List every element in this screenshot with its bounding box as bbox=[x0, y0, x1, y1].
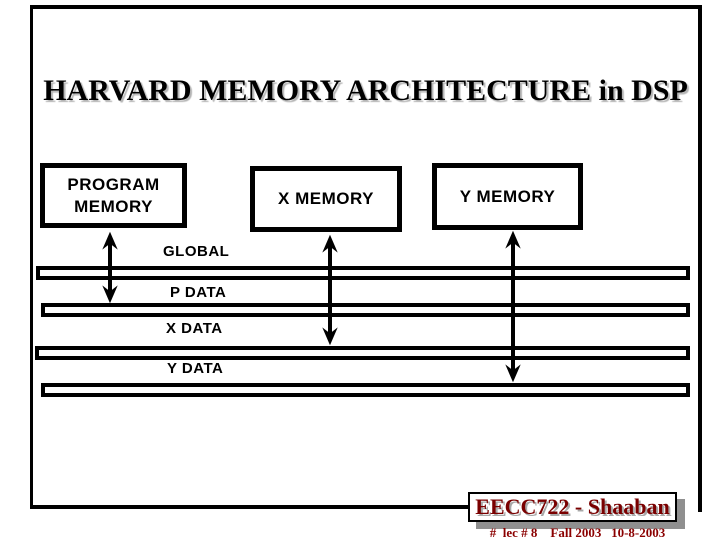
y-memory-block: Y MEMORY bbox=[432, 163, 583, 230]
program-memory-block: PROGRAM MEMORY bbox=[40, 163, 187, 228]
x-memory-label: X MEMORY bbox=[278, 189, 374, 209]
x-memory-block: X MEMORY bbox=[250, 166, 402, 232]
program-memory-label: PROGRAM MEMORY bbox=[67, 175, 160, 216]
y-data-bus-label: Y DATA bbox=[167, 360, 224, 377]
y-memory-arrow bbox=[505, 230, 521, 383]
p-data-bus-label: P DATA bbox=[170, 284, 227, 301]
lecture-info-text: # lec # 8 Fall 2003 10-8-2003 bbox=[489, 525, 666, 540]
y-memory-label: Y MEMORY bbox=[459, 186, 556, 206]
global-bus-bar bbox=[36, 266, 690, 280]
course-credit-box: EECC722 - Shaaban bbox=[468, 492, 677, 522]
x-data-bus-bar bbox=[35, 346, 690, 360]
slide-border-top bbox=[30, 5, 702, 9]
program-memory-arrow bbox=[102, 231, 118, 304]
x-memory-arrow bbox=[322, 234, 338, 346]
slide-border-left bbox=[30, 5, 33, 509]
global-bus-label: GLOBAL bbox=[163, 243, 230, 260]
slide-title: HARVARD MEMORY ARCHITECTURE in DSP bbox=[43, 74, 688, 107]
slide-border-right bbox=[698, 5, 702, 512]
x-data-bus-label: X DATA bbox=[166, 320, 223, 337]
course-credit-text: EECC722 - Shaaban bbox=[475, 494, 670, 519]
y-data-bus-bar bbox=[41, 383, 690, 397]
p-data-bus-bar bbox=[41, 303, 690, 317]
slide-border-bottom bbox=[30, 505, 468, 509]
